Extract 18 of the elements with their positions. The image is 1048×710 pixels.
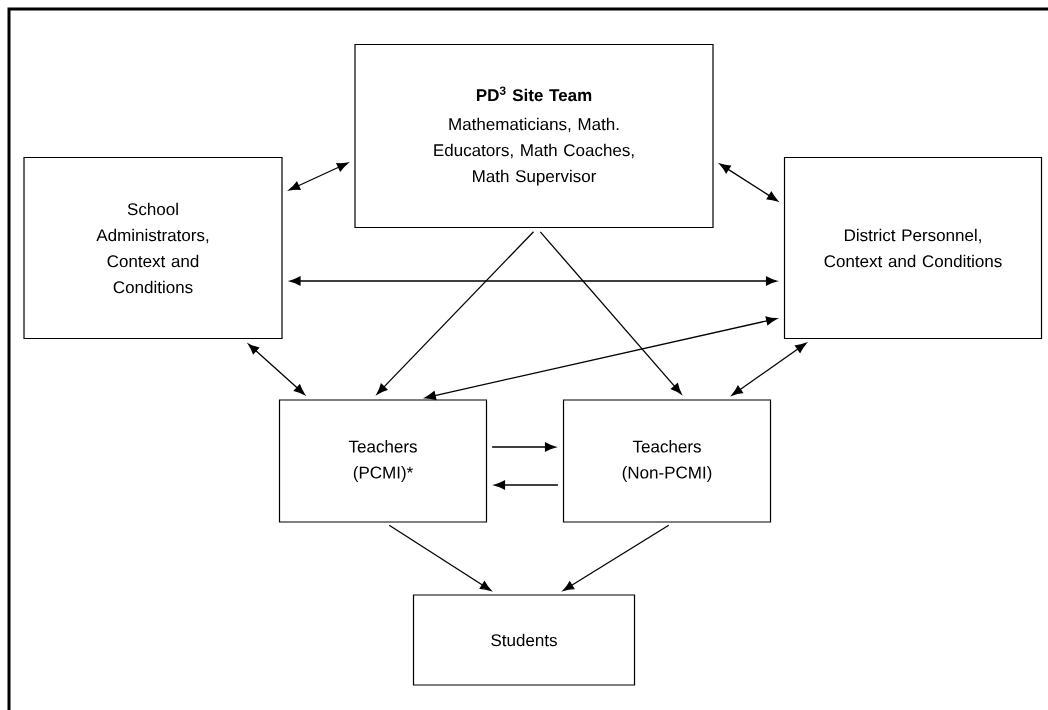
arrow bbox=[562, 524, 670, 592]
arrow bbox=[289, 276, 777, 286]
arrow bbox=[539, 231, 682, 395]
arrow bbox=[288, 162, 349, 191]
arrow bbox=[248, 343, 305, 395]
process-box: Students bbox=[412, 594, 636, 686]
arrow bbox=[494, 480, 559, 490]
arrow bbox=[388, 524, 492, 591]
arrow bbox=[376, 231, 535, 395]
arrow bbox=[719, 163, 779, 202]
process-box: Teachers (Non-PCMI) bbox=[562, 399, 772, 523]
process-box: District Personnel, Context and Conditions bbox=[783, 156, 1043, 340]
process-box: School Administrators, Context and Conditions bbox=[23, 156, 283, 340]
process-box: Teachers (PCMI)* bbox=[278, 399, 488, 523]
arrow bbox=[424, 316, 778, 400]
process-box: PD$^{3}$ Site Team Mathematicians, Math. Educators, Math Coaches, Math Supervisor bbox=[354, 43, 714, 229]
arrow bbox=[731, 342, 807, 396]
arrow bbox=[491, 442, 556, 452]
